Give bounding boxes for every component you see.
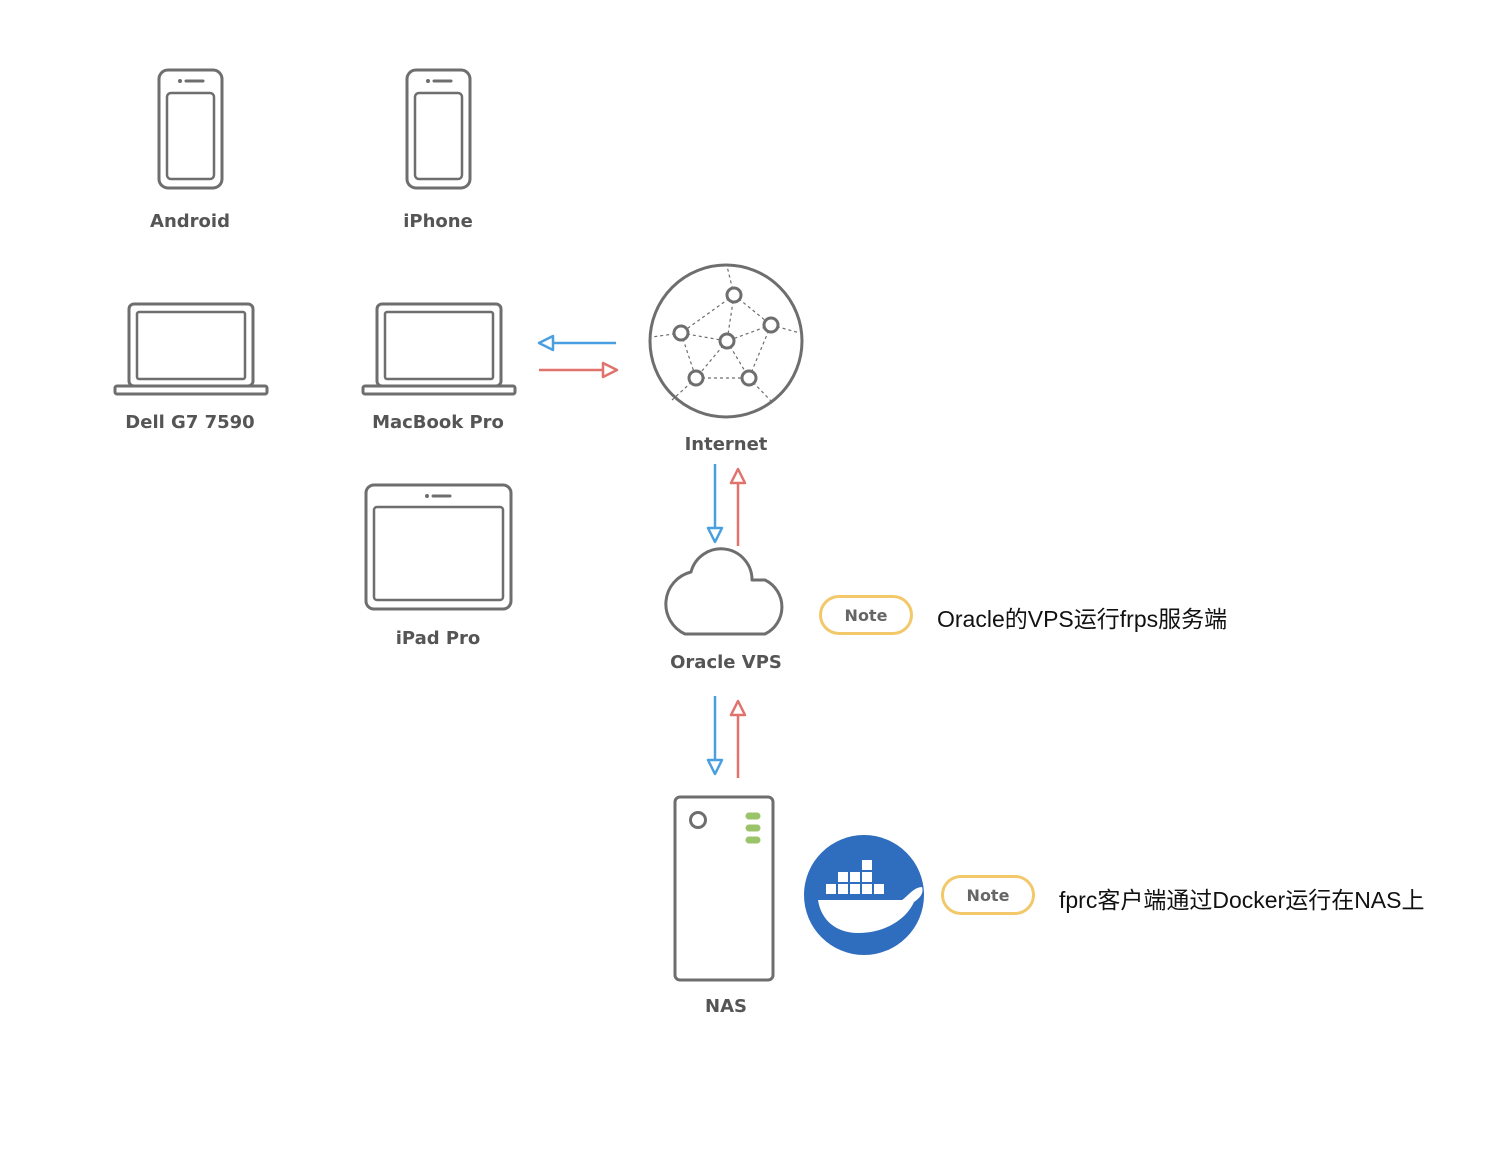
nas-note-text: fprc客户端通过Docker运行在NAS上: [1059, 887, 1425, 913]
arrow-nas-to-vps: [729, 699, 747, 778]
android-smartphone-icon: [157, 68, 224, 190]
ipad-tablet-icon: [364, 483, 513, 611]
vps-note-text: Oracle的VPS运行frps服务端: [937, 606, 1228, 632]
internet-label: Internet: [684, 434, 768, 455]
macbook-label: MacBook Pro: [372, 412, 504, 433]
nas-note-badge: Note: [941, 875, 1035, 915]
iphone-label: iPhone: [403, 211, 473, 232]
internet-network-icon: [648, 263, 804, 419]
arrow-vps-to-internet: [729, 467, 747, 546]
arrow-internet-to-vps: [706, 464, 724, 544]
dell-label: Dell G7 7590: [125, 412, 255, 433]
arrow-vps-to-nas: [706, 696, 724, 776]
arrow-internet-to-macbook: [537, 334, 616, 352]
vps-label: Oracle VPS: [670, 652, 782, 673]
vps-note-badge: Note: [819, 595, 913, 635]
oracle-vps-cloud-icon: [664, 547, 784, 636]
docker-whale-icon: [804, 835, 924, 955]
iphone-smartphone-icon: [405, 68, 472, 190]
macbook-laptop-icon: [361, 302, 517, 396]
ipad-label: iPad Pro: [395, 628, 481, 649]
dell-laptop-icon: [113, 302, 269, 396]
nas-label: NAS: [705, 996, 747, 1017]
arrow-macbook-to-internet: [539, 361, 619, 379]
android-label: Android: [150, 211, 230, 232]
nas-server-icon: [673, 795, 775, 982]
